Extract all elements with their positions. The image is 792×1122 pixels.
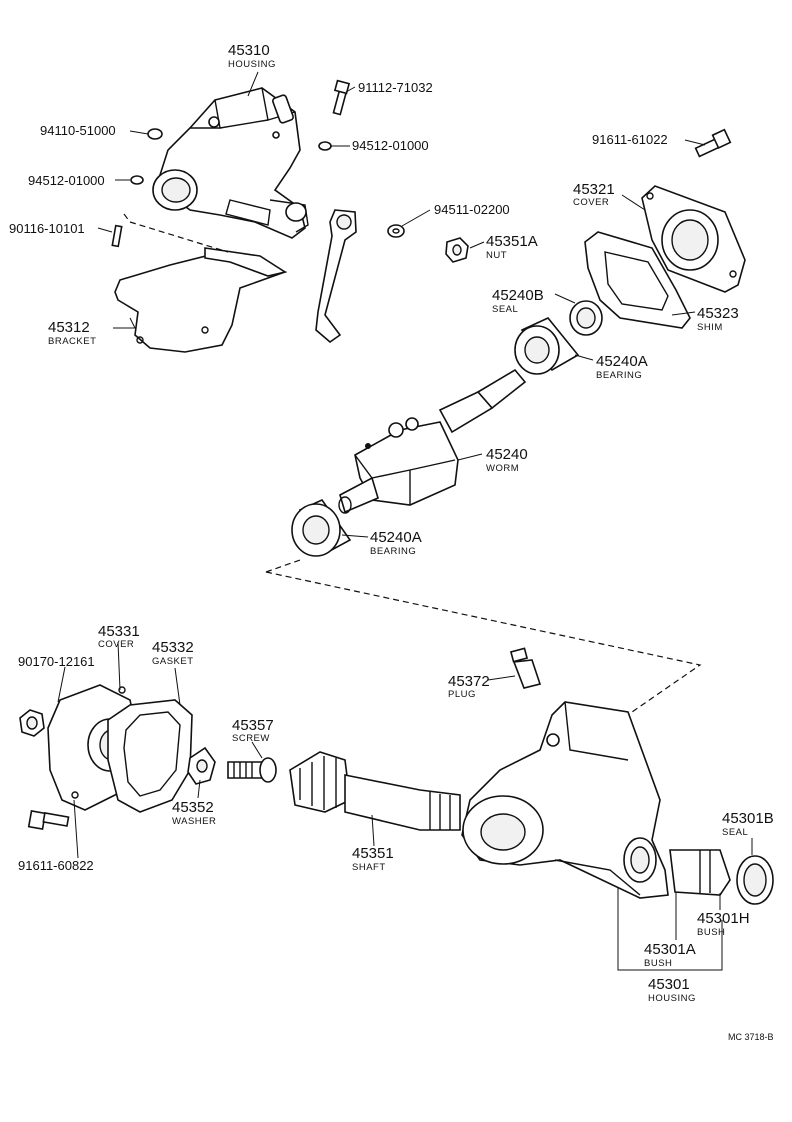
part-45310-housing bbox=[152, 87, 309, 239]
label-45357: 45357 SCREW bbox=[232, 717, 274, 744]
label-45240a-lower: 45240A BEARING bbox=[370, 529, 422, 557]
svg-text:45240B: 45240B bbox=[492, 287, 544, 304]
svg-text:45301: 45301 bbox=[648, 976, 690, 993]
alignment-line-bracket bbox=[123, 213, 229, 253]
reference-code: MC 3718-B bbox=[728, 1032, 774, 1042]
label-45352: 45352 WASHER bbox=[172, 799, 216, 827]
part-45352-washer bbox=[187, 746, 216, 785]
label-90116-10101: 90116-10101 bbox=[9, 221, 85, 236]
svg-text:45331: 45331 bbox=[98, 623, 140, 640]
part-94511-washer bbox=[387, 224, 405, 238]
part-45312-bracket bbox=[114, 247, 288, 353]
svg-text:45372: 45372 bbox=[448, 673, 490, 690]
svg-text:45321: 45321 bbox=[573, 181, 615, 198]
label-94110-51000: 94110-51000 bbox=[40, 123, 116, 138]
label-94511-02200: 94511-02200 bbox=[434, 202, 510, 217]
label-45301: 45301 HOUSING bbox=[648, 976, 696, 1004]
part-94512-washer-b bbox=[130, 175, 144, 185]
part-90116-stud bbox=[111, 224, 123, 248]
alignment-line-main bbox=[265, 559, 702, 713]
svg-text:BUSH: BUSH bbox=[644, 958, 672, 969]
part-45301-housing bbox=[461, 701, 669, 899]
part-pitman-arm bbox=[315, 209, 357, 344]
svg-text:45301A: 45301A bbox=[644, 941, 696, 958]
part-45301h-bush bbox=[669, 849, 731, 896]
svg-text:45301B: 45301B bbox=[722, 810, 774, 827]
part-45240a-bearing-upper bbox=[514, 317, 580, 375]
label-94512-01000-a: 94512-01000 bbox=[352, 138, 429, 153]
svg-text:45332: 45332 bbox=[152, 639, 194, 656]
svg-text:BUSH: BUSH bbox=[697, 927, 725, 938]
label-45331: 45331 COVER bbox=[98, 623, 140, 650]
label-45351a: 45351A NUT bbox=[486, 233, 538, 261]
part-91611-bolt-b bbox=[27, 809, 70, 831]
svg-text:45240A: 45240A bbox=[596, 353, 648, 370]
svg-text:45352: 45352 bbox=[172, 799, 214, 816]
part-45301b-seal bbox=[736, 855, 774, 905]
svg-text:COVER: COVER bbox=[98, 639, 134, 650]
label-94512-01000-b: 94512-01000 bbox=[28, 173, 105, 188]
svg-text:PLUG: PLUG bbox=[448, 689, 476, 700]
part-91611-bolt-a bbox=[694, 128, 732, 158]
svg-text:COVER: COVER bbox=[573, 197, 609, 208]
svg-text:GASKET: GASKET bbox=[152, 656, 194, 667]
part-45351-shaft bbox=[289, 751, 461, 831]
label-45310: 45310 HOUSING bbox=[228, 42, 276, 70]
svg-text:45357: 45357 bbox=[232, 717, 274, 734]
part-45323-shim bbox=[584, 231, 691, 329]
leader-lines bbox=[57, 71, 753, 971]
svg-text:45323: 45323 bbox=[697, 305, 739, 322]
svg-text:SEAL: SEAL bbox=[492, 304, 518, 315]
part-45321-cover bbox=[641, 185, 746, 293]
label-45301h: 45301H BUSH bbox=[697, 910, 750, 938]
svg-text:HOUSING: HOUSING bbox=[648, 993, 696, 1004]
part-45351a-nut bbox=[445, 237, 469, 263]
svg-text:SCREW: SCREW bbox=[232, 733, 270, 744]
label-90170-12161: 90170-12161 bbox=[18, 654, 95, 669]
part-90170-nut bbox=[19, 709, 45, 737]
label-45323: 45323 SHIM bbox=[697, 305, 739, 333]
label-45312: 45312 BRACKET bbox=[48, 319, 96, 347]
part-45332-gasket bbox=[107, 699, 193, 813]
part-45240-worm bbox=[338, 368, 527, 514]
svg-text:45312: 45312 bbox=[48, 319, 90, 336]
svg-text:WORM: WORM bbox=[486, 463, 519, 474]
label-45240a-upper: 45240A BEARING bbox=[596, 353, 648, 381]
svg-text:45240: 45240 bbox=[486, 446, 528, 463]
part-94110-nut bbox=[147, 128, 163, 140]
label-45240b: 45240B SEAL bbox=[492, 287, 544, 315]
label-45332: 45332 GASKET bbox=[152, 639, 194, 667]
svg-text:BEARING: BEARING bbox=[370, 546, 416, 557]
part-45240a-bearing-lower bbox=[291, 498, 352, 557]
svg-text:WASHER: WASHER bbox=[172, 816, 216, 827]
part-45240b-seal bbox=[569, 300, 603, 336]
part-91112-bolt bbox=[332, 79, 351, 116]
svg-text:SHIM: SHIM bbox=[697, 322, 723, 333]
svg-text:SHAFT: SHAFT bbox=[352, 862, 386, 873]
svg-text:HOUSING: HOUSING bbox=[228, 59, 276, 70]
svg-text:NUT: NUT bbox=[486, 250, 507, 261]
svg-text:BRACKET: BRACKET bbox=[48, 336, 96, 347]
label-91611-60822: 91611-60822 bbox=[18, 858, 94, 873]
svg-text:45310: 45310 bbox=[228, 42, 270, 59]
label-45372: 45372 PLUG bbox=[448, 673, 490, 700]
label-45240: 45240 WORM bbox=[486, 446, 528, 474]
part-45372-plug bbox=[509, 647, 542, 689]
label-91112-71032: 91112-71032 bbox=[358, 80, 433, 95]
svg-text:45301H: 45301H bbox=[697, 910, 750, 927]
label-45301b: 45301B SEAL bbox=[722, 810, 774, 838]
svg-text:45240A: 45240A bbox=[370, 529, 422, 546]
label-45301a: 45301A BUSH bbox=[644, 941, 696, 969]
part-45357-screw bbox=[227, 757, 277, 783]
label-45351: 45351 SHAFT bbox=[352, 845, 394, 873]
label-91611-61022: 91611-61022 bbox=[592, 132, 668, 147]
label-45321: 45321 COVER bbox=[573, 181, 615, 208]
part-94512-washer-a bbox=[318, 141, 332, 151]
svg-text:45351: 45351 bbox=[352, 845, 394, 862]
svg-text:45351A: 45351A bbox=[486, 233, 538, 250]
svg-text:SEAL: SEAL bbox=[722, 827, 748, 838]
svg-text:BEARING: BEARING bbox=[596, 370, 642, 381]
